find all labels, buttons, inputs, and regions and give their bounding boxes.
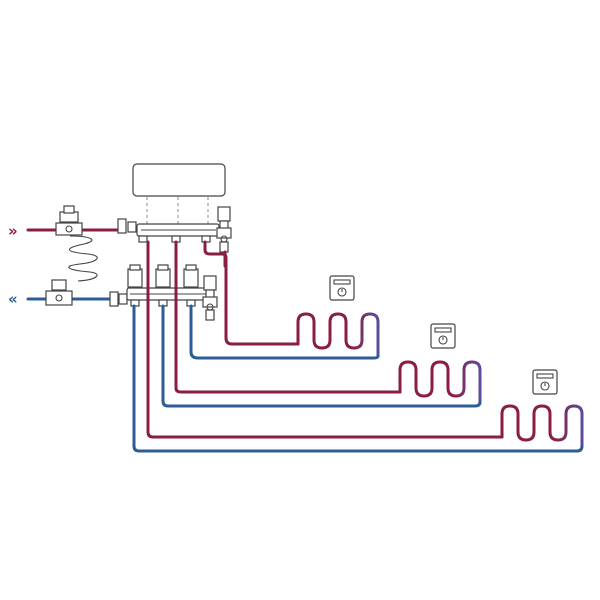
supply-flow-arrows: »: [8, 222, 18, 240]
heating-loop-3-supply: [146, 240, 504, 439]
return-flow-arrows: «: [8, 290, 18, 308]
thermostat-3: [532, 369, 558, 395]
heating-loop-3-return: [132, 304, 584, 453]
heating-loop-3-coil: [500, 404, 584, 448]
control-wires: [146, 197, 209, 224]
actuator-1: [127, 264, 143, 288]
control-box: [132, 163, 226, 197]
mixing-valve: [55, 205, 83, 236]
heating-loop-2-return: [161, 304, 482, 408]
heating-loop-2-coil: [398, 360, 482, 404]
capillary-coil: [68, 235, 98, 282]
heating-loop-2-supply: [174, 240, 402, 394]
thermostat-1: [329, 275, 355, 301]
return-end-fitting: [202, 275, 218, 321]
heating-loop-1-return: [189, 304, 380, 360]
thermostat-2: [430, 323, 456, 349]
actuator-3: [183, 264, 199, 288]
heating-loop-1-coil: [296, 312, 380, 358]
heating-loop-1-supply: [203, 240, 300, 346]
return-sensor: [45, 279, 73, 306]
actuator-2: [155, 264, 171, 288]
supply-end-fitting: [216, 206, 232, 253]
supply-manifold: [117, 218, 220, 243]
return-manifold: [109, 287, 210, 307]
